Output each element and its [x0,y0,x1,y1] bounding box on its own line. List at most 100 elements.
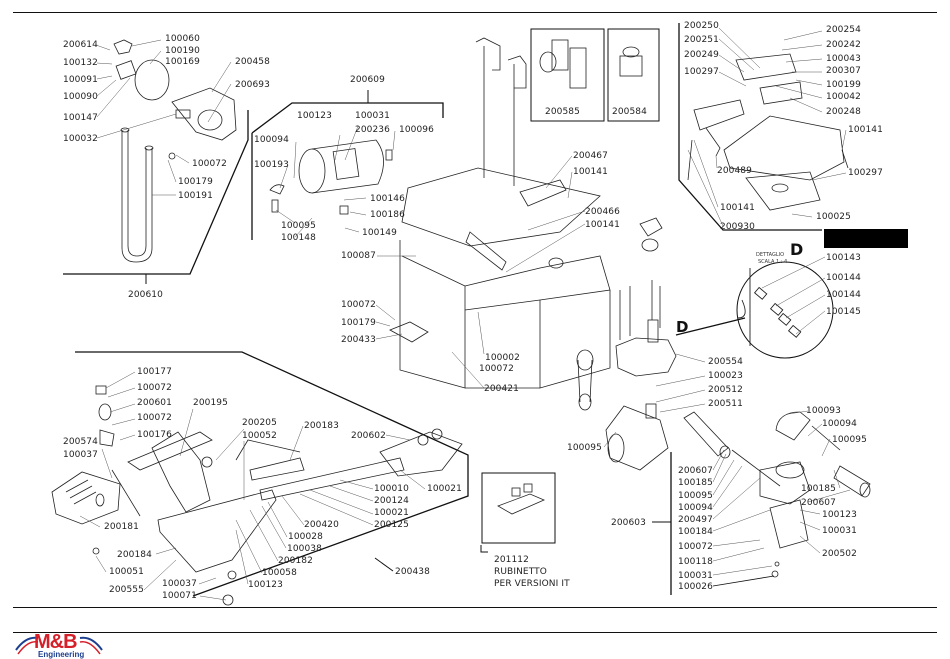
bottom-rule-lower [13,632,937,633]
part-label: 200467 [573,151,608,161]
part-label: 200438 [395,567,430,577]
section-black-bar [824,229,908,248]
part-label: 200124 [374,496,409,506]
part-label: 100052 [242,431,277,441]
part-label: 200250 [684,21,719,31]
part-label: 100072 [137,413,172,423]
detail-title-line2: SCALA 1 : 4 [758,259,788,265]
part-label: 200574 [63,437,98,447]
part-label: 100021 [427,484,462,494]
bottom-rule-upper [13,607,937,608]
part-label: 100042 [826,92,861,102]
part-label: 100145 [826,307,861,317]
part-label: 200489 [717,166,752,176]
part-label: 200511 [708,399,743,409]
part-label: 200307 [826,66,861,76]
part-label: 200512 [708,385,743,395]
logo-swoosh-icon [15,636,103,655]
part-label: 100058 [262,568,297,578]
part-label: 100184 [678,527,713,537]
detail-d-circle [736,261,834,359]
part-label: 200205 [242,418,277,428]
part-label: 100141 [848,125,883,135]
part-label: 100179 [178,177,213,187]
part-label: 200602 [351,431,386,441]
part-label: 100051 [109,567,144,577]
part-label: 100021 [374,508,409,518]
part-label: 100177 [137,367,172,377]
part-label: 100072 [678,542,713,552]
part-label: 100028 [288,532,323,542]
part-label: 200614 [63,40,98,50]
part-label: 100297 [848,168,883,178]
part-label: 100148 [281,233,316,243]
part-label: 100141 [573,167,608,177]
part-label: 100185 [801,484,836,494]
part-label: 200182 [278,556,313,566]
part-label: 100147 [63,113,98,123]
detail-d-leader [675,317,746,336]
detail-title-line1: DETTAGLIO [756,252,785,258]
part-label: 200693 [235,80,270,90]
part-label: 100123 [248,580,283,590]
part-label: 100072 [341,300,376,310]
part-label: 200195 [193,398,228,408]
top-rule [13,12,937,13]
part-label: 100060 [165,34,200,44]
part-label: 100093 [806,406,841,416]
part-label: 100141 [720,203,755,213]
part-label: 100132 [63,58,98,68]
part-label: 100149 [362,228,397,238]
part-label: 200183 [304,421,339,431]
inset-note-line2: PER VERSIONI IT [494,579,570,589]
part-label: 200502 [822,549,857,559]
part-label: 100087 [341,251,376,261]
part-label: 200433 [341,335,376,345]
part-label: 100090 [63,92,98,102]
part-label: 100094 [254,135,289,145]
part-label: 100095 [678,491,713,501]
part-label: 200607 [801,498,836,508]
part-label: 200236 [355,125,390,135]
inset-note-line1: RUBINETTO [494,567,547,577]
part-label: 200254 [826,25,861,35]
part-label: 100031 [822,526,857,536]
part-label: 200421 [484,384,519,394]
inset-label-200584: 200584 [612,107,647,117]
bracket-table [678,23,822,231]
detail-callout-letter: D [676,318,689,336]
part-label: 100176 [137,430,172,440]
inset-label-200585: 200585 [545,107,580,117]
bracket-200438 [75,351,469,597]
part-label: 100144 [826,273,861,283]
part-label: 200555 [109,585,144,595]
logo-subtitle: Engineering [38,650,85,659]
part-label: 100146 [370,194,405,204]
part-label: 100095 [281,221,316,231]
part-label: 100144 [826,290,861,300]
part-label: 100193 [254,160,289,170]
part-label: 100091 [63,75,98,85]
part-label: 200466 [585,207,620,217]
brand-logo: M&B Engineering [14,632,104,659]
part-label: 100123 [297,111,332,121]
part-label: 200554 [708,357,743,367]
inset-label-201112: 201112 [494,555,529,565]
part-label: 100179 [341,318,376,328]
part-label: 100186 [370,210,405,220]
part-label: 100032 [63,134,98,144]
part-label: 100072 [137,383,172,393]
part-label: 200242 [826,40,861,50]
part-label: 100123 [822,510,857,520]
part-label: 100118 [678,557,713,567]
part-label: 100199 [826,80,861,90]
part-label: 100169 [165,57,200,67]
part-label: 200458 [235,57,270,67]
part-label: 100037 [63,450,98,460]
part-label: 200184 [117,550,152,560]
part-label: 100095 [567,443,602,453]
part-label: 200603 [611,518,646,528]
part-label: 100297 [684,67,719,77]
part-label: 100095 [832,435,867,445]
